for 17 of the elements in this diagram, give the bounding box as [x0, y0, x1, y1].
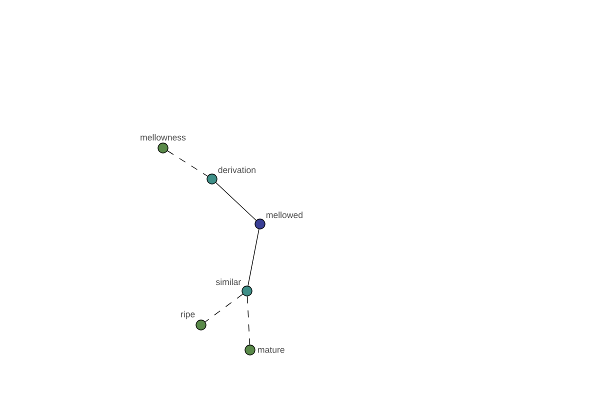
graph-node	[244, 344, 284, 356]
connector-line	[216, 182, 256, 221]
connector-line	[204, 294, 244, 322]
graph-node	[140, 134, 186, 154]
graph-node	[254, 212, 302, 230]
node-label: ripe	[181, 310, 195, 320]
connector-line	[246, 296, 250, 345]
graph-node	[206, 166, 256, 184]
node-label: mature	[258, 347, 284, 353]
graph-node	[216, 278, 252, 296]
connector-line	[167, 150, 208, 176]
connector-line	[248, 228, 260, 286]
node-label: mellowness	[140, 134, 186, 141]
node-label: derivation	[218, 166, 256, 174]
node-label: similar	[216, 278, 241, 286]
graph-node	[181, 310, 206, 330]
node-label: mellowed	[266, 212, 302, 218]
